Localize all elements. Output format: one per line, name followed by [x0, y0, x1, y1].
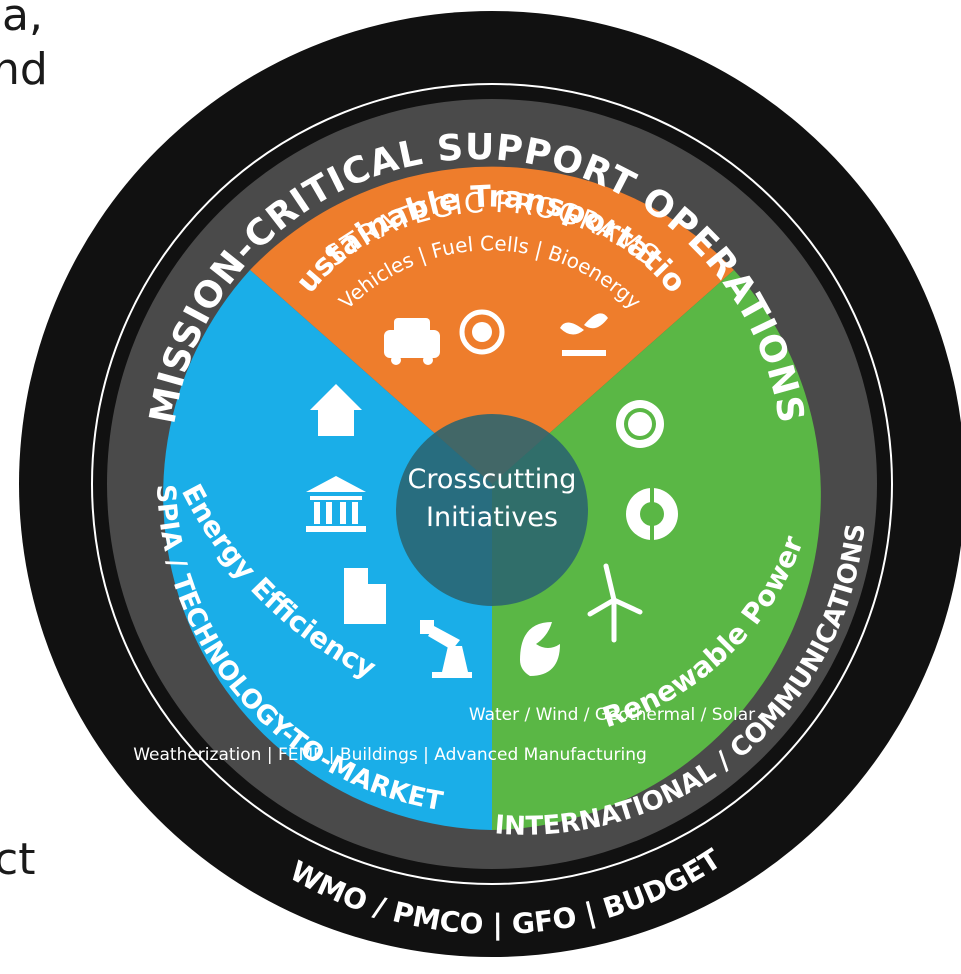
- house-icon: [310, 384, 362, 436]
- partial-text-bottom: ct: [0, 834, 36, 885]
- wind-turbine-icon: [587, 563, 643, 643]
- car-icon: [384, 318, 440, 365]
- segment-subtitle-energy-efficiency: Weatherization | FEMP | Buildings | Adva…: [133, 745, 647, 765]
- segment-energy-efficiency: [163, 270, 492, 830]
- plant-icon: [560, 313, 608, 356]
- hydrogen-icon: [459, 309, 505, 355]
- office-building-icon: [344, 568, 386, 624]
- hub-label-line2: Initiatives: [426, 502, 558, 533]
- segment-sustainable-transportation: [250, 166, 734, 485]
- partial-text-second: nd: [0, 44, 48, 95]
- crosscutting-hub: [396, 414, 588, 606]
- segment-subtitle-renewable-power: Water / Wind / Geothermal / Solar: [469, 705, 755, 725]
- manufacturing-robot-icon: [420, 620, 472, 678]
- partial-text-top: a,: [2, 0, 43, 41]
- geothermal-globe-icon: [626, 488, 678, 540]
- sun-icon: [616, 400, 664, 448]
- hub-label-line1: Crosscutting: [408, 464, 577, 495]
- government-building-icon: [306, 476, 366, 532]
- water-wave-icon: [520, 622, 560, 676]
- segment-renewable-power: [492, 270, 821, 830]
- outer-ring-divider: [91, 83, 893, 885]
